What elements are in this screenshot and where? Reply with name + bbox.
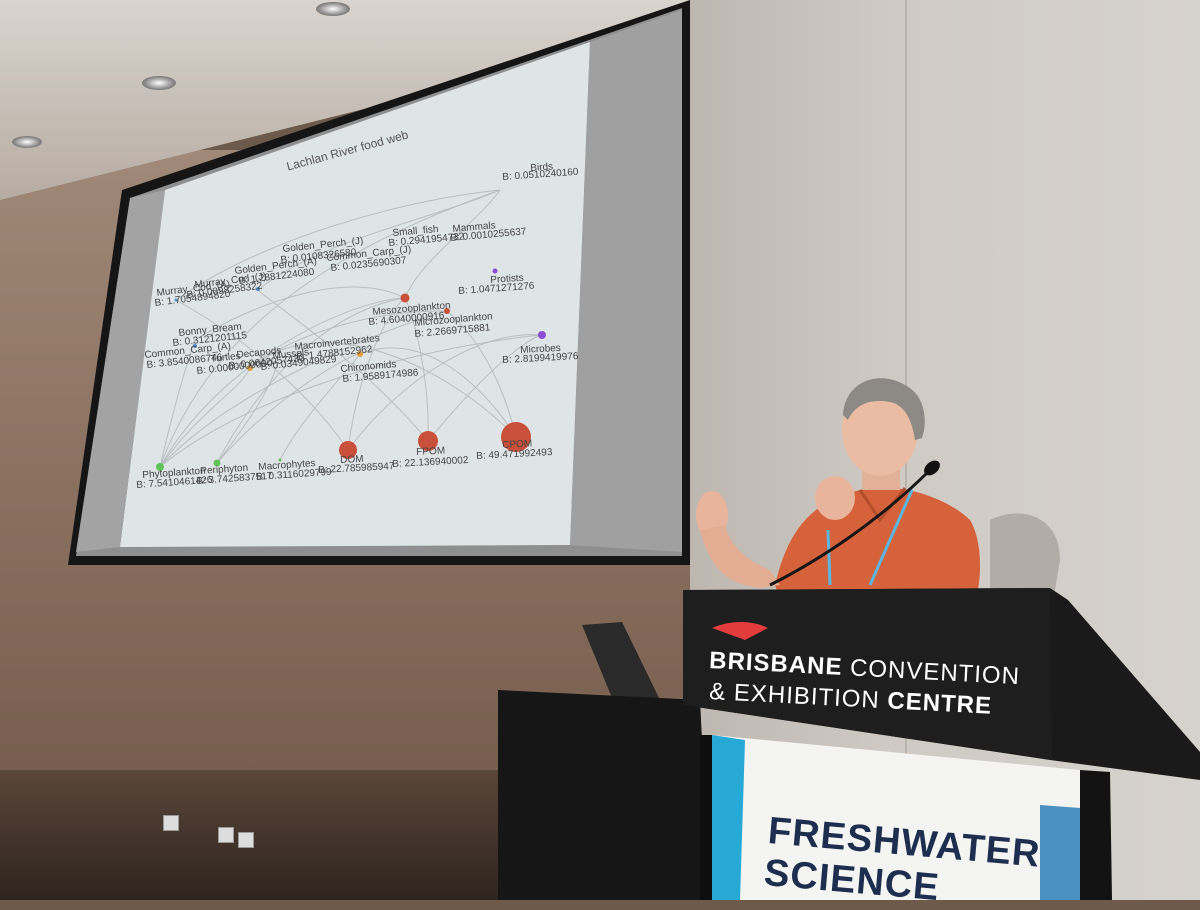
node-cpom <box>501 422 531 452</box>
node-macrophytes <box>278 458 282 462</box>
node-murray-cod-a <box>174 298 178 302</box>
node-chironomids <box>357 351 363 357</box>
podium-side <box>498 690 710 900</box>
podium-word: BRISBANE <box>708 647 844 681</box>
food-web-nodes <box>156 268 546 471</box>
ceiling-light <box>12 136 42 148</box>
left-arm <box>700 525 780 588</box>
right-hand <box>815 476 855 520</box>
node-microzooplankton <box>444 308 450 314</box>
power-outlet <box>218 827 234 843</box>
power-outlet <box>238 832 254 848</box>
laptop <box>582 622 660 705</box>
node-fpom <box>418 431 438 451</box>
microphone <box>924 460 940 476</box>
bcec-logo-icon <box>712 622 768 640</box>
node-microbes <box>538 331 546 339</box>
microphone-stem <box>769 468 932 587</box>
node-golden-perch-a <box>256 287 260 291</box>
node-mesozooplankton <box>400 293 410 303</box>
head <box>842 384 918 476</box>
lanyard <box>826 489 914 586</box>
node-common-carp-a <box>193 344 197 348</box>
power-outlet <box>163 815 179 831</box>
slide-surface <box>120 42 590 547</box>
food-web-links <box>159 189 541 468</box>
hair <box>843 378 925 440</box>
node-protists <box>492 268 498 274</box>
node-decapods <box>247 365 253 371</box>
node-phytoplankton <box>156 463 164 471</box>
ceiling-light <box>142 76 176 90</box>
ceiling-light <box>316 2 350 16</box>
node-dom <box>339 441 357 459</box>
node-periphyton <box>213 459 221 467</box>
freshwater-banner <box>712 735 1080 900</box>
podium-word: CENTRE <box>886 687 993 720</box>
